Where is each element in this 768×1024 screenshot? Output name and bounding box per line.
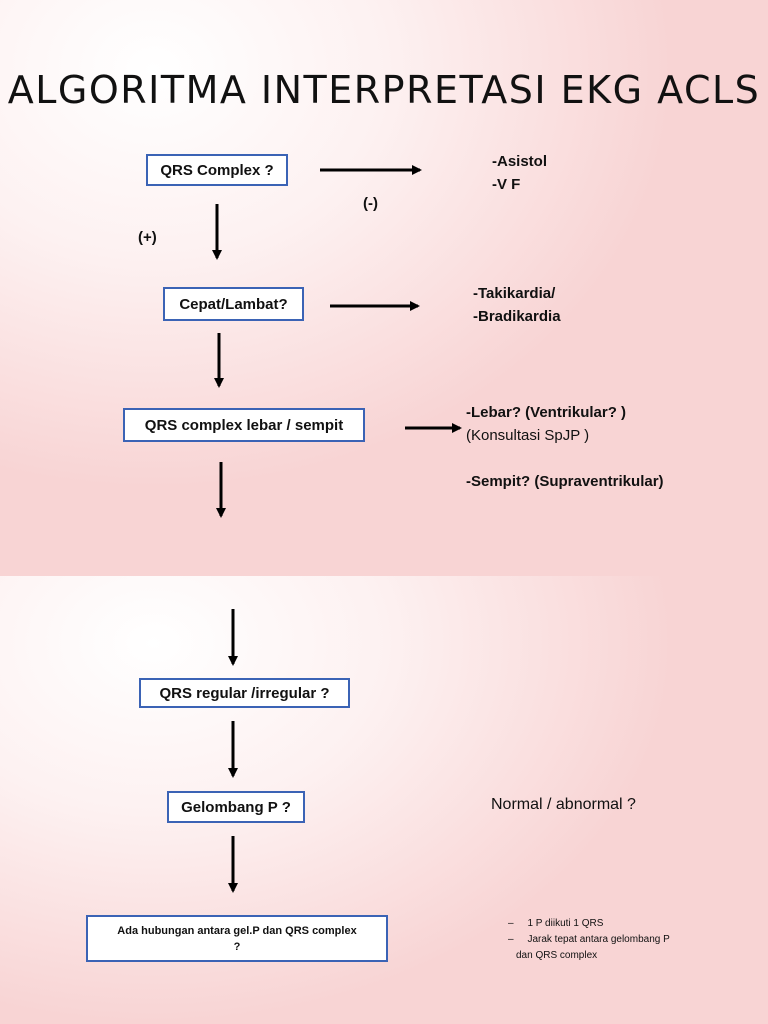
bullet-dash-2: –: [508, 934, 528, 945]
bullet-1-text: 1 P diikuti 1 QRS: [527, 918, 604, 929]
qrs-regular-box: QRS regular /irregular ?: [139, 678, 350, 708]
bullet-2-text: Jarak tepat antara gelombang P: [527, 934, 670, 945]
bullet-2: – Jarak tepat antara gelombang P: [508, 932, 670, 948]
slide-1: ALGORITMA INTERPRETASI EKG ACLS QRS Comp…: [0, 0, 768, 576]
flow-arrows-slide-2: [228, 609, 238, 893]
gelombang-p-box: Gelombang P ?: [167, 791, 305, 823]
bullet-dash-1: –: [508, 918, 528, 929]
note-normal-abnormal: Normal / abnormal ?: [491, 796, 636, 813]
bullet-2-cont: dan QRS complex: [516, 950, 598, 961]
note-takikardia: -Takikardia/: [473, 285, 556, 302]
flow-arrows-slide-1: [212, 165, 462, 518]
hubungan-box: Ada hubungan antara gel.P dan QRS comple…: [86, 915, 388, 962]
slide-2: QRS regular /irregular ? Gelombang P ? A…: [0, 576, 768, 1024]
note-vf: -V F: [492, 176, 521, 193]
qrs-complex-box: QRS Complex ?: [146, 154, 288, 186]
positive-label: (+): [138, 229, 157, 246]
hubungan-line-2: ?: [233, 940, 241, 953]
bullet-1: – 1 P diikuti 1 QRS: [508, 916, 603, 932]
cepat-lambat-box: Cepat/Lambat?: [163, 287, 304, 321]
note-bradikardia: -Bradikardia: [473, 308, 561, 325]
note-konsultasi: (Konsultasi SpJP ): [466, 427, 590, 444]
note-sempit: -Sempit? (Supraventrikular): [466, 473, 664, 490]
slide-title: ALGORITMA INTERPRETASI EKG ACLS: [7, 68, 761, 112]
note-asistol: -Asistol: [492, 153, 548, 170]
note-lebar: -Lebar? (Ventrikular? ): [466, 404, 627, 421]
hubungan-line-1: Ada hubungan antara gel.P dan QRS comple…: [117, 924, 357, 937]
lebar-sempit-box: QRS complex lebar / sempit: [123, 408, 365, 442]
negative-label: (-): [363, 195, 378, 212]
